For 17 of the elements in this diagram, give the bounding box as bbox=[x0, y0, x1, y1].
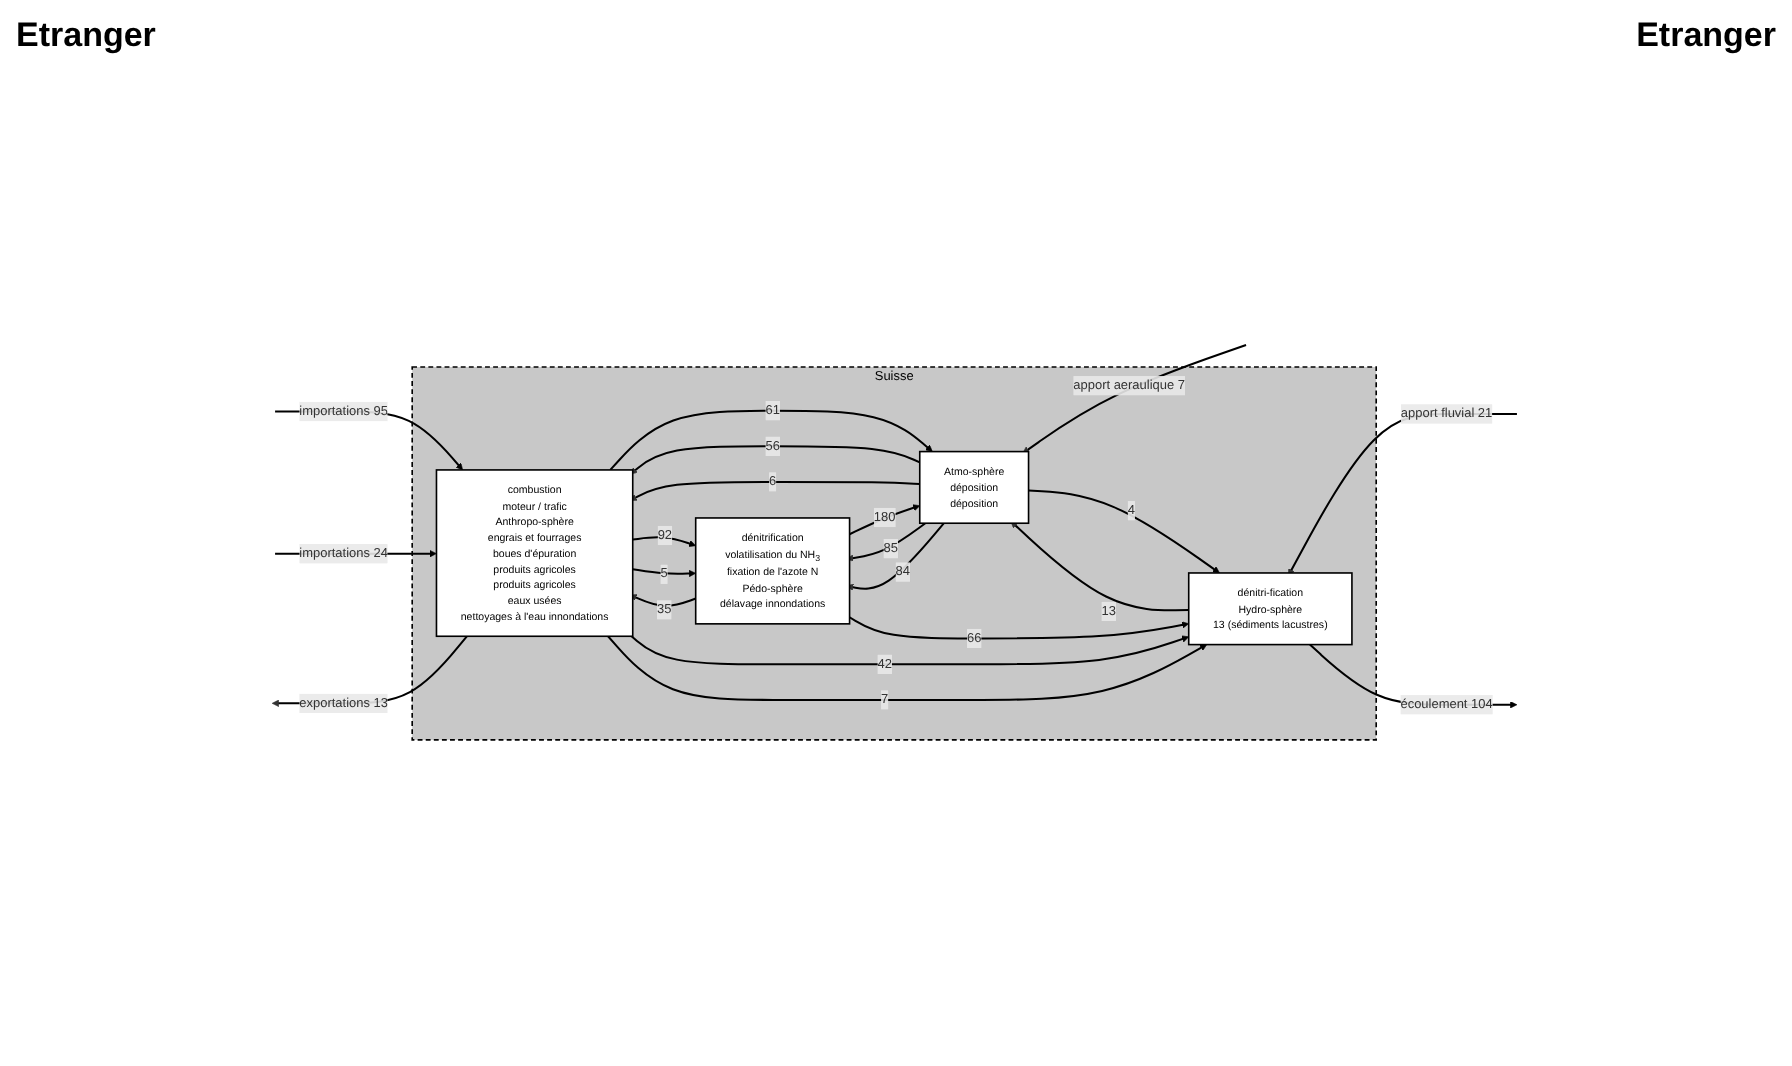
arrow bbox=[629, 595, 697, 608]
arrow bbox=[632, 568, 696, 578]
arrow bbox=[607, 636, 1208, 702]
arrow bbox=[630, 636, 1190, 667]
region-label: Etranger bbox=[16, 16, 156, 56]
arrow bbox=[629, 481, 920, 502]
arrow bbox=[1010, 521, 1189, 613]
arrow bbox=[630, 446, 921, 476]
arrow bbox=[1028, 490, 1220, 575]
arrow bbox=[849, 617, 1190, 641]
arrow bbox=[846, 523, 945, 592]
region-label: Etranger bbox=[1636, 16, 1776, 56]
arrow bbox=[1022, 344, 1247, 455]
arrow bbox=[849, 505, 921, 536]
arrow bbox=[609, 410, 933, 472]
arrow bbox=[632, 537, 696, 548]
arrow bbox=[846, 523, 926, 563]
